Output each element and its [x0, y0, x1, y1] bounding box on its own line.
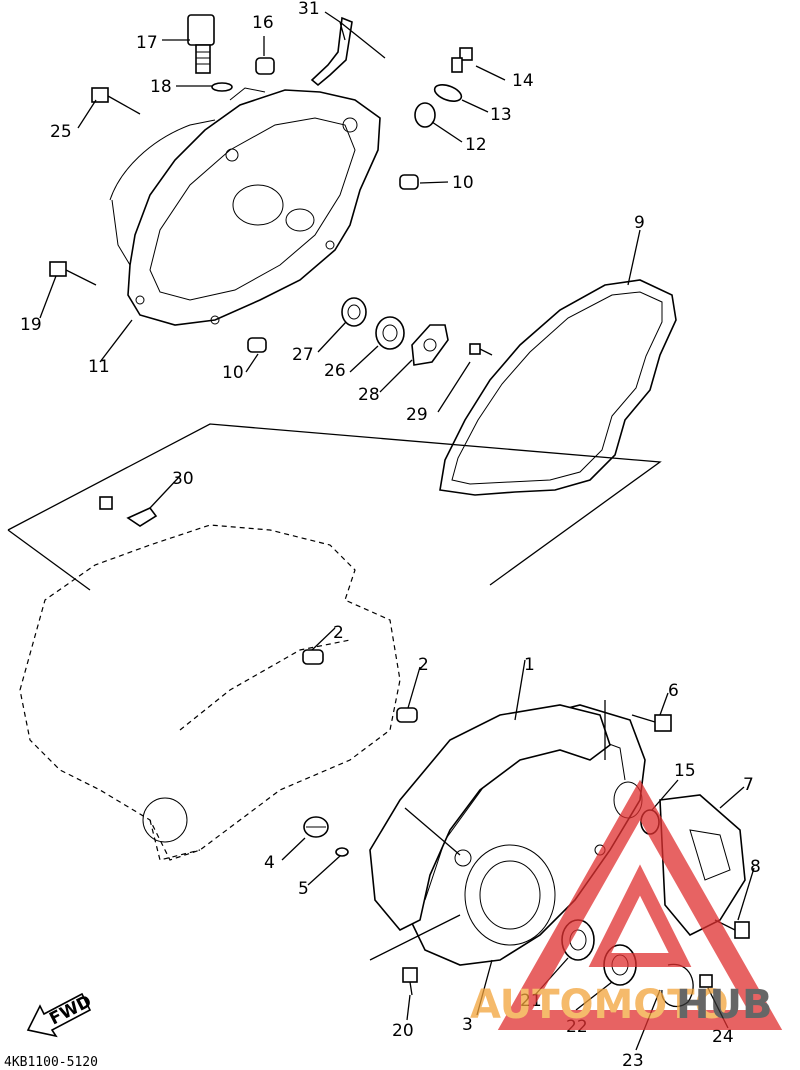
- callout-24: 24: [712, 1027, 734, 1047]
- callout-27: 27: [292, 345, 314, 365]
- screw: [469, 343, 493, 356]
- callout-13: 13: [490, 105, 512, 125]
- triangle-logo-icon: [497, 779, 783, 1030]
- oil-seal: [341, 297, 367, 327]
- callout-6: 6: [668, 681, 679, 701]
- callout-9: 9: [634, 213, 645, 233]
- callout-25: 25: [50, 122, 72, 142]
- callout-29: 29: [406, 405, 428, 425]
- oil-seal: [414, 102, 436, 128]
- cover: [659, 794, 746, 936]
- callout-31: 31: [298, 0, 320, 19]
- watermark-text-hub: HUB: [676, 982, 772, 1028]
- callout-10a: 10: [452, 173, 474, 193]
- callout-10b: 10: [222, 363, 244, 383]
- callout-8: 8: [750, 857, 761, 877]
- crankcase-outline: [19, 524, 401, 861]
- screw-and-bracket: [99, 496, 158, 527]
- bolt: [91, 87, 141, 115]
- callout-18: 18: [150, 77, 172, 97]
- dowel-pin: [396, 707, 418, 723]
- callout-19: 19: [20, 315, 42, 335]
- callout-30: 30: [172, 469, 194, 489]
- dowel-pin: [399, 174, 419, 190]
- bearing: [375, 316, 405, 350]
- bolt: [451, 47, 473, 73]
- callout-23: 23: [622, 1051, 644, 1070]
- o-ring: [211, 82, 233, 92]
- o-ring: [335, 847, 349, 857]
- callout-26: 26: [324, 361, 346, 381]
- dowel-pin: [247, 337, 267, 353]
- plug: [255, 57, 275, 75]
- bolt: [631, 714, 672, 732]
- bolt: [402, 967, 418, 996]
- screw: [699, 974, 713, 988]
- callout-17: 17: [136, 33, 158, 53]
- plug: [303, 816, 329, 838]
- callout-11: 11: [88, 357, 110, 377]
- retainer-plate: [411, 324, 449, 366]
- fwd-label: FWD: [46, 991, 95, 1029]
- callout-7: 7: [743, 775, 754, 795]
- bracket: [310, 16, 353, 87]
- part-code: 4KB1100-5120: [4, 1055, 98, 1070]
- callout-2a: 2: [333, 623, 344, 643]
- callout-12: 12: [465, 135, 487, 155]
- oil-filler-cap: [187, 14, 215, 74]
- callout-4: 4: [264, 853, 275, 873]
- fwd-arrow: FWD: [26, 991, 95, 1038]
- automotohub-watermark: AUTOMOTO HUB: [470, 779, 783, 1030]
- plate: [433, 84, 463, 102]
- callout-16: 16: [252, 13, 274, 33]
- gasket-lower: [369, 704, 611, 931]
- crankcase-cover-upper: [109, 87, 381, 326]
- callout-3: 3: [462, 1015, 473, 1035]
- callout-2b: 2: [418, 655, 429, 675]
- callout-14: 14: [512, 71, 534, 91]
- callout-1: 1: [524, 655, 535, 675]
- callout-15: 15: [674, 761, 696, 781]
- mounting-plane: [7, 423, 662, 586]
- callout-20: 20: [392, 1021, 414, 1041]
- dowel-pin: [302, 649, 324, 665]
- watermark-text-auto: AUTOMOTO: [470, 982, 729, 1028]
- callout-5: 5: [298, 879, 309, 899]
- gasket-upper: [439, 279, 677, 496]
- circlip: [661, 963, 694, 1007]
- bolt: [49, 261, 97, 286]
- callout-28: 28: [358, 385, 380, 405]
